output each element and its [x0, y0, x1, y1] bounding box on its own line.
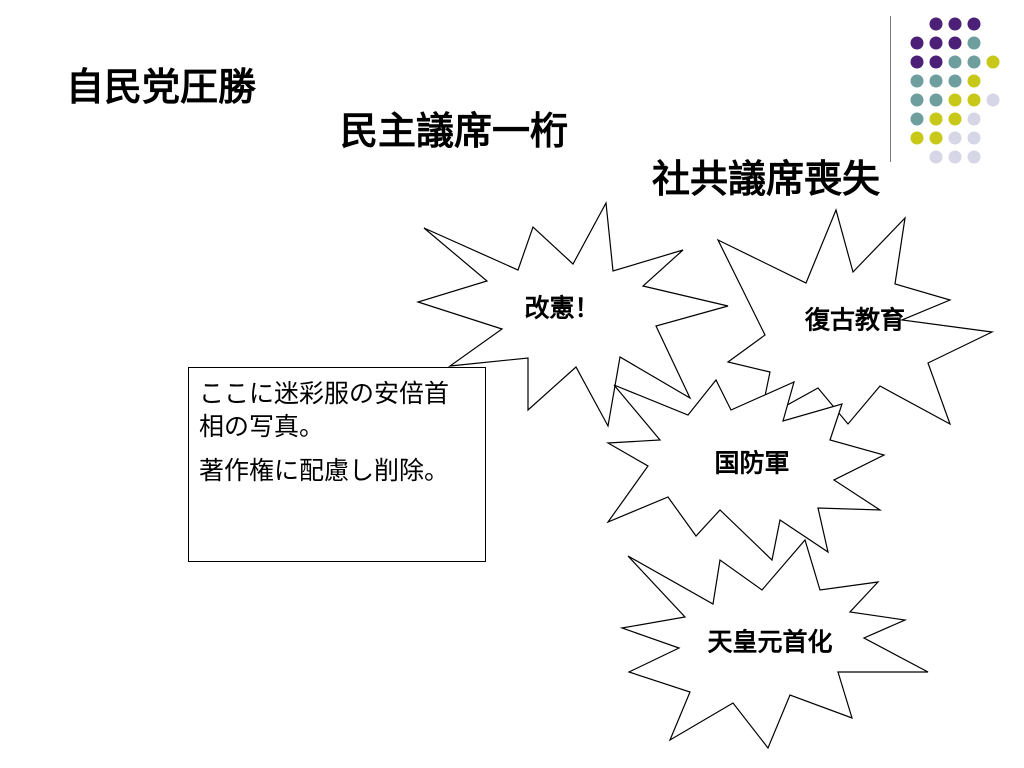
decorative-divider — [890, 16, 891, 162]
note-line-2: 著作権に配慮し削除。 — [199, 456, 450, 485]
decorative-dot — [967, 93, 981, 107]
decorative-dot — [910, 131, 924, 145]
decorative-dot — [948, 55, 962, 69]
burst-fukko — [716, 208, 995, 426]
decorative-dot — [948, 17, 962, 31]
decorative-dot — [910, 74, 924, 88]
decorative-dot — [929, 55, 943, 69]
decorative-dot — [910, 93, 924, 107]
decorative-dot — [948, 112, 962, 126]
decorative-dot — [967, 55, 981, 69]
decorative-dot — [929, 74, 943, 88]
decorative-dot — [929, 17, 943, 31]
decorative-dot — [967, 150, 981, 164]
decorative-dot — [967, 36, 981, 50]
decorative-dot — [910, 55, 924, 69]
burst-label-constitutional-revision: 改憲！ — [524, 293, 600, 323]
decorative-dot — [910, 112, 924, 126]
decorative-dot — [948, 36, 962, 50]
decorative-dot — [967, 131, 981, 145]
headline-sdp-jcp-lose-seats: 社共議席喪失 — [652, 157, 881, 201]
decorative-dot — [967, 112, 981, 126]
burst-label-national-defense-army: 国防軍 — [714, 448, 790, 478]
note-line-1: ここに迷彩服の安倍首相の写真。 — [199, 379, 450, 441]
decorative-dot — [967, 17, 981, 31]
decorative-dot — [948, 131, 962, 145]
burst-kaiken — [415, 201, 729, 428]
burst-label-emperor-head-of-state: 天皇元首化 — [707, 627, 833, 657]
decorative-dot-grid — [910, 17, 1000, 164]
decorative-dot — [929, 93, 943, 107]
decorative-dot — [929, 131, 943, 145]
decorative-dot — [986, 93, 1000, 107]
decorative-dot — [967, 74, 981, 88]
decorative-dot — [948, 93, 962, 107]
decorative-dot — [986, 55, 1000, 69]
burst-kokubo — [605, 378, 886, 562]
headline-ldp-landslide: 自民党圧勝 — [66, 65, 257, 109]
decorative-dot — [929, 150, 943, 164]
decorative-dot — [948, 150, 962, 164]
headline-dpj-single-digit: 民主議席一桁 — [340, 109, 569, 153]
burst-label-restoration-education: 復古教育 — [804, 305, 906, 335]
decorative-dot — [929, 36, 943, 50]
decorative-dot — [929, 112, 943, 126]
decorative-dot — [910, 36, 924, 50]
photo-placeholder-note: ここに迷彩服の安倍首相の写真。 著作権に配慮し削除。 — [188, 367, 486, 562]
burst-tenno — [619, 538, 929, 750]
decorative-dot — [948, 74, 962, 88]
